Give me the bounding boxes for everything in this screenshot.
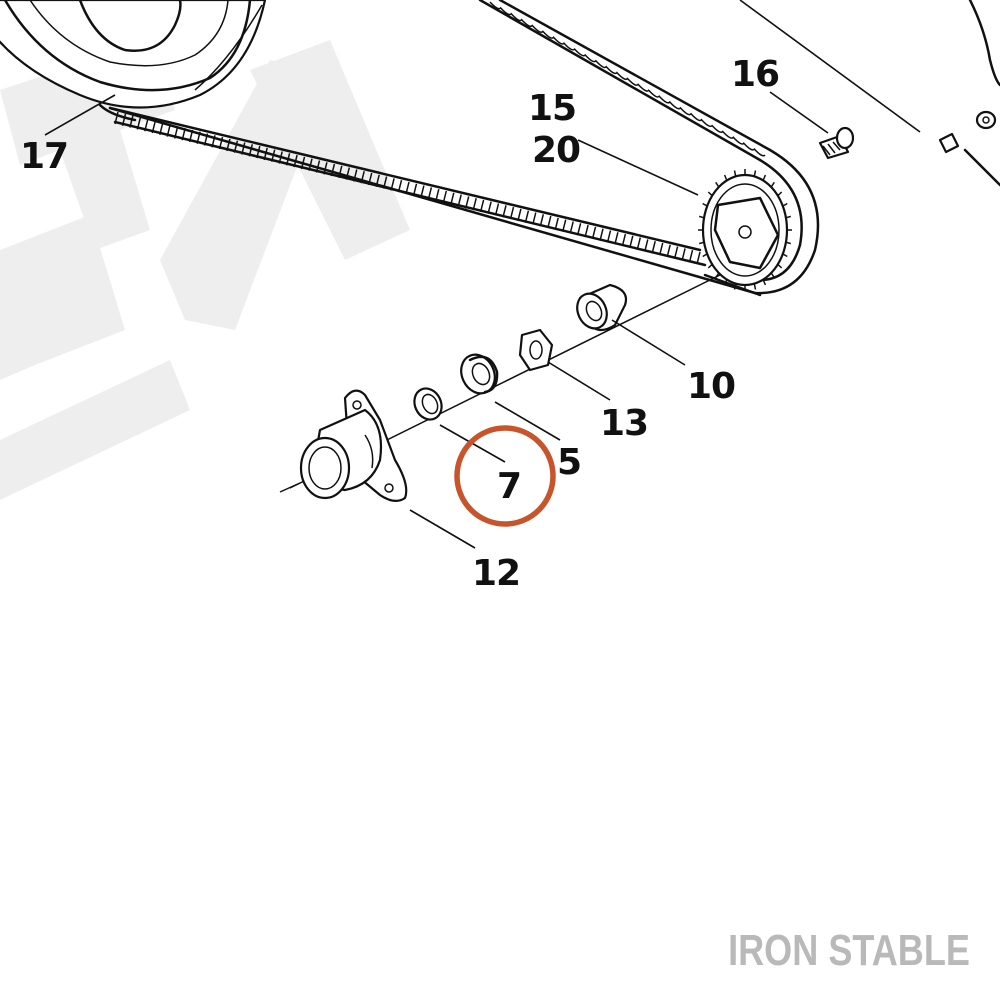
part-13-hex-nut bbox=[518, 328, 554, 372]
small-sprocket bbox=[698, 169, 792, 291]
part-label-10: 10 bbox=[687, 366, 735, 407]
drive-belt bbox=[98, 0, 820, 297]
brand-watermark-text: IRON STABLE bbox=[728, 926, 970, 975]
part-12-bearing-housing bbox=[299, 389, 408, 502]
part-label-20: 20 bbox=[532, 130, 580, 171]
part-label-12: 12 bbox=[472, 553, 520, 594]
part-label-7: 7 bbox=[497, 466, 521, 507]
part-label-5: 5 bbox=[557, 442, 581, 483]
right-edge-hardware bbox=[739, 0, 1000, 187]
part-label-17: 17 bbox=[20, 136, 68, 177]
part-number-labels: 17 15 20 16 10 13 5 7 12 bbox=[20, 54, 780, 594]
part-label-16: 16 bbox=[731, 54, 779, 95]
large-pulley bbox=[0, 0, 267, 109]
part-5-flanged-washer bbox=[460, 353, 499, 395]
highlight-ring bbox=[454, 425, 556, 527]
part-16-bolt bbox=[818, 126, 855, 160]
part-label-13: 13 bbox=[600, 403, 648, 444]
part-7-seal-ring bbox=[413, 387, 443, 421]
leader-lines bbox=[44, 91, 829, 549]
part-label-15: 15 bbox=[528, 88, 576, 129]
part-10-spacer-bushing bbox=[576, 283, 628, 332]
